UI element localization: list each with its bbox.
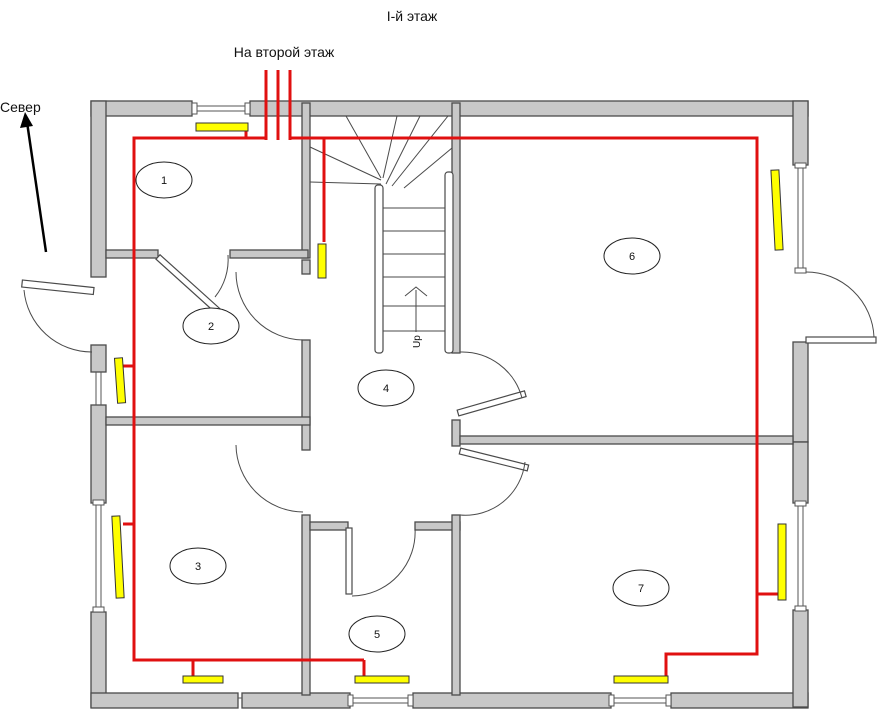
room-5-label: 5 <box>348 615 406 653</box>
svg-text:7: 7 <box>638 583 644 595</box>
svg-text:3: 3 <box>195 561 201 573</box>
room-labels: 1 2 3 4 5 6 7 <box>135 161 670 653</box>
room-3-label: 3 <box>169 547 227 585</box>
radiator-room-3 <box>111 515 125 599</box>
heating-pipes <box>123 70 780 676</box>
radiator-room-2 <box>113 357 127 404</box>
staircase: Up <box>309 115 454 354</box>
radiator-room-6 <box>770 169 784 251</box>
plan-title: I-й этаж <box>387 8 438 24</box>
stairs-up-label: Up <box>412 335 423 348</box>
svg-text:2: 2 <box>208 321 214 333</box>
radiators <box>111 122 787 684</box>
room-6-label: 6 <box>603 237 661 275</box>
svg-text:6: 6 <box>629 251 635 263</box>
radiator-room-5 <box>354 675 410 684</box>
room-1-label: 1 <box>135 161 193 199</box>
svg-text:1: 1 <box>161 175 167 187</box>
radiator-room-3-bottom <box>182 675 224 684</box>
room-2-label: 2 <box>182 307 240 345</box>
radiator-room-7-right <box>777 523 787 601</box>
radiator-room-1 <box>195 122 249 132</box>
radiator-room-7-bottom <box>613 675 669 684</box>
walls <box>90 100 809 709</box>
radiator-hall-top <box>317 243 327 279</box>
doors <box>21 253 877 597</box>
windows <box>92 102 807 707</box>
upstairs-label: На второй этаж <box>234 44 335 60</box>
north-label: Север <box>0 99 41 115</box>
north-arrow-icon <box>20 112 48 253</box>
svg-text:4: 4 <box>383 383 389 395</box>
svg-text:5: 5 <box>374 629 380 641</box>
room-7-label: 7 <box>612 569 670 607</box>
room-4-label: 4 <box>357 369 415 407</box>
